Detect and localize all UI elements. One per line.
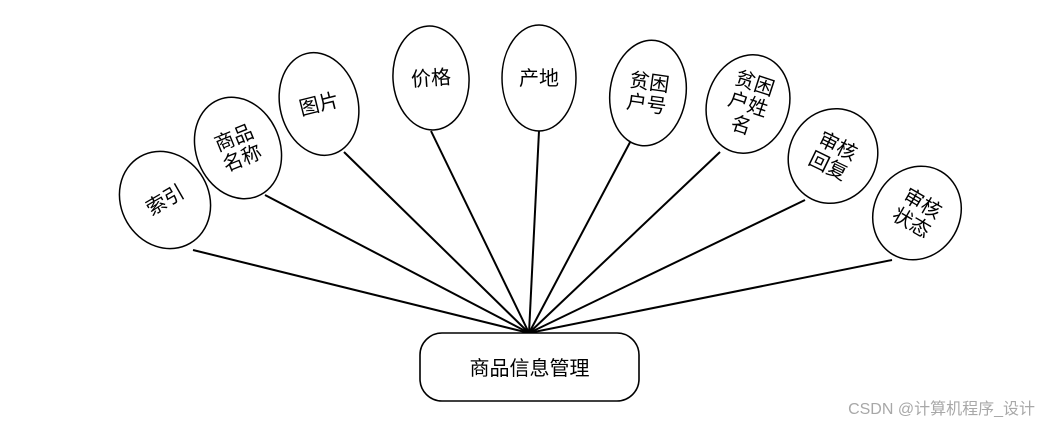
attribute-ellipse (392, 25, 470, 131)
connector-line (264, 194, 530, 334)
watermark-text: CSDN @计算机程序_设计 (848, 401, 1035, 418)
entity-node: 商品信息管理 (419, 332, 640, 402)
connector-line (528, 259, 893, 334)
attribute-ellipse (501, 24, 577, 132)
attribute-nodes: 索引商品名称图片价格产地贫困户号贫困户姓名审核回复审核状态 (118, 24, 963, 261)
attribute-label: 户号 (625, 89, 668, 118)
attribute-node: 产地 (501, 24, 577, 132)
connector-line (343, 151, 530, 334)
attribute-node: 图片 (278, 51, 360, 157)
attribute-label: 价格 (410, 65, 452, 92)
connector-line (528, 199, 806, 334)
attribute-ellipse (705, 54, 791, 154)
connector-line (192, 249, 530, 334)
attribute-ellipse (608, 39, 688, 147)
attribute-label: 产地 (519, 66, 559, 90)
connector-line (528, 130, 637, 334)
attribute-ellipse (278, 51, 360, 157)
connector-line (528, 151, 721, 334)
connector-line (430, 130, 530, 334)
attribute-node: 价格 (392, 25, 470, 131)
connector-lines (192, 130, 893, 334)
attribute-ellipse (871, 165, 963, 261)
attribute-ellipse (193, 96, 283, 200)
attribute-ellipse (787, 107, 879, 205)
attribute-ellipse (118, 150, 212, 250)
connector-line (528, 130, 540, 334)
entity-label: 商品信息管理 (470, 356, 590, 380)
entity-box (419, 332, 640, 402)
attribute-node: 索引 (118, 150, 212, 250)
attribute-label: 贫困 (628, 67, 671, 96)
